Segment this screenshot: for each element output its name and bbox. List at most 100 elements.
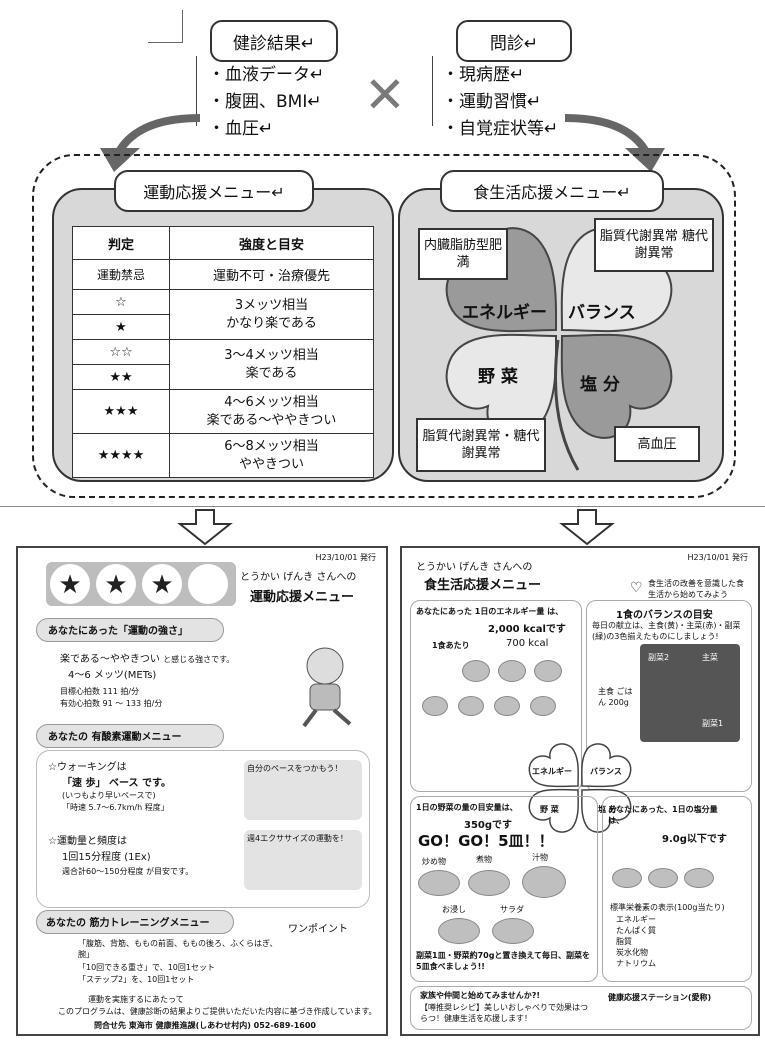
right-salt-table-head: 標準栄養素の表示(100g当たり): [610, 903, 725, 912]
diet-panel-title-box: 食生活応援メニュー↵: [440, 170, 664, 212]
right-salt-row-energy: エネルギー: [616, 915, 656, 924]
left-mets: 4～6 メッツ(METs): [68, 670, 157, 681]
exercise-panel-title-box: 運動応援メニュー↵: [114, 170, 314, 212]
exercise-desc-2a: 3～4メッツ相当: [224, 347, 319, 363]
left-effective-hr: 有効心拍数 91 ～ 133 拍/分: [60, 699, 163, 708]
left-down-arrow-icon: [177, 509, 233, 546]
right-salt-value: 9.0g以下です: [662, 834, 727, 845]
exercise-mark-3: ★★★: [72, 389, 170, 434]
left-intensity-suffix: と感じる強さです。: [163, 655, 235, 664]
diet-panel-title: 食生活応援メニュー↵: [473, 183, 631, 202]
right-bottom-left: 家族や仲間と始めてみませんか?!: [420, 991, 541, 1000]
left-sheet-title: 運動応援メニュー: [250, 590, 355, 605]
clover-leaf-vegetable: [445, 333, 558, 439]
left-section3-title: あなたの 筋力トレーニングメニュー: [46, 918, 210, 929]
callout-hypertension-text: 高血圧: [637, 436, 677, 452]
energy-food-6: [494, 696, 520, 716]
exercise-desc-1a: 3メッツ相当: [234, 297, 309, 313]
callout-hypertension: 高血圧: [614, 426, 700, 462]
left-section2-banner: [36, 724, 224, 748]
clover-label-balance: バランス: [568, 303, 636, 323]
exercise-desc-3b: 楽である～ややきつい: [206, 412, 337, 428]
exercise-mark-contraindicated: 運動禁忌: [72, 259, 170, 290]
exercise-desc-4a: 6～8メッツ相当: [224, 438, 319, 454]
exercise-desc-level-3: 4～6メッツ相当 楽である～ややきつい: [169, 389, 374, 434]
interview-connector: [432, 56, 435, 126]
right-veg-footer: 副菜1皿・野菜約70gと置き換えて毎日、副菜を5皿食べましょう!!: [416, 951, 591, 971]
veg-dish-2: [468, 870, 510, 896]
veg-dish-5: [492, 918, 534, 944]
exercise-mark-2-filled: ★★: [72, 364, 170, 390]
left-footer: このプログラムは、健康診断の結果よりご提供いただいた内容に基づき作成しています。: [58, 1007, 377, 1016]
down-arrows: [177, 509, 615, 546]
right-veg-head: 1日の野菜の量の目安量は、: [416, 803, 518, 812]
right-bottom-box: [410, 986, 752, 1030]
left-side-note-1: 自分のペースをつかもう！: [244, 760, 362, 820]
exercise-mark-1-open: ☆: [72, 289, 170, 315]
veg-dish-3: [522, 866, 566, 898]
interview-item-symptoms: ・自覚症状等↵: [442, 119, 559, 139]
right-balance-note: 毎日の献立は、主食(黄)・主菜(赤)・副菜(緑)の3色揃えたものにしましょう!: [592, 621, 741, 641]
clover-stem: [554, 339, 580, 471]
exercise-mark-2-open: ☆☆: [72, 339, 170, 365]
salt-dish-1: [612, 868, 642, 888]
corner-mark: [148, 10, 183, 43]
exercise-desc-level-1: 3メッツ相当 かなり楽である: [169, 289, 374, 340]
right-clover-balance: バランス: [590, 767, 622, 776]
right-veg-amount: 350gです: [464, 820, 513, 831]
salt-dish-2: [648, 868, 678, 888]
left-aerobic-box: [36, 750, 370, 908]
exercise-header-intensity: 強度と目安: [169, 226, 374, 260]
interview-item-exercise: ・運動習慣↵: [442, 92, 542, 112]
callout-lipid-glucose-lower: 脂質代謝異常・糖代謝異常: [416, 418, 546, 472]
energy-food-4: [422, 696, 448, 716]
callout-visceral-obesity-text: 内臓脂肪型肥満: [423, 238, 502, 270]
left-caution: 運動を実施するにあたって: [88, 995, 184, 1004]
right-salt-row-sodium: ナトリウム: [616, 959, 656, 968]
interview-title: 問診↵: [489, 33, 539, 54]
right-salt-box: [602, 796, 752, 982]
section-divider: [0, 506, 765, 507]
diet-menu-sheet: H23/10/01 発行 とうかい げんき さんへの 食生活応援メニュー ♡ 食…: [400, 546, 760, 1036]
right-sheet-date: H23/10/01 発行: [687, 553, 749, 562]
left-curved-arrow-icon: [116, 114, 201, 153]
callout-lipid-glucose-upper-text: 脂質代謝異常 糖代謝異常: [599, 229, 709, 261]
checkup-connector: [196, 56, 199, 126]
exercise-mark-4: ★★★★: [72, 433, 170, 478]
left-section1-title: あなたにあった「運動の強さ」: [48, 626, 188, 637]
svg-text:★: ★: [104, 570, 127, 600]
curved-arrows: [100, 114, 665, 172]
right-veg-item-stirfry: 炒め物: [422, 857, 446, 866]
right-per-meal: 1食あたり: [432, 641, 470, 650]
right-bottom-left2: 【噂推奨レシピ】美しいおしゃべりで効果はつらつ！健康生活を応援します！: [420, 1003, 588, 1023]
energy-food-3: [534, 660, 562, 682]
right-meal-tray: [640, 644, 740, 742]
right-salt-row-carb: 炭水化物: [616, 948, 648, 957]
energy-food-5: [458, 696, 484, 716]
left-sheet-recipient: とうかい げんき さんへの: [240, 572, 357, 583]
right-veg-item-salad: サラダ: [500, 905, 524, 914]
checkup-title: 健診結果↵: [232, 33, 316, 54]
exercise-panel-title: 運動応援メニュー↵: [143, 183, 285, 202]
exercise-desc-2b: 楽である: [245, 365, 298, 381]
left-intensity: 楽である～ややきつい と感じる強さです。: [60, 650, 234, 665]
right-down-arrow-icon: [559, 509, 615, 546]
exercise-desc-1b: かなり楽である: [226, 315, 317, 331]
right-bottom-right: 健康応援ステーション(愛称): [608, 993, 712, 1002]
clover-label-salt: 塩 分: [580, 375, 620, 395]
right-per-meal-value: 700 kcal: [506, 638, 549, 649]
runner-mascot-icon: [302, 647, 352, 728]
exercise-header-judgement: 判定: [72, 226, 170, 260]
exercise-desc-3a: 4～6メッツ相当: [224, 394, 319, 410]
checkup-title-box: 健診結果↵: [210, 20, 338, 62]
left-one-point: ワンポイント: [288, 924, 348, 935]
right-veg-item-simmered: 煮物: [476, 855, 492, 864]
star-rating-icons: ★ ★ ★: [46, 562, 236, 606]
right-salt-row-protein: たんぱく質: [616, 926, 656, 935]
right-energy-value: 2,000 kcalです: [488, 624, 566, 635]
exercise-desc-4b: ややきつい: [238, 456, 304, 472]
left-target-hr: 目標心拍数 111 拍/分: [60, 687, 140, 696]
left-section2-title: あなたの 有酸素運動メニュー: [48, 732, 182, 743]
exercise-desc-contraindicated: 運動不可・治療優先: [169, 259, 374, 290]
left-freq-title: ☆運動量と頻度は: [48, 836, 127, 847]
